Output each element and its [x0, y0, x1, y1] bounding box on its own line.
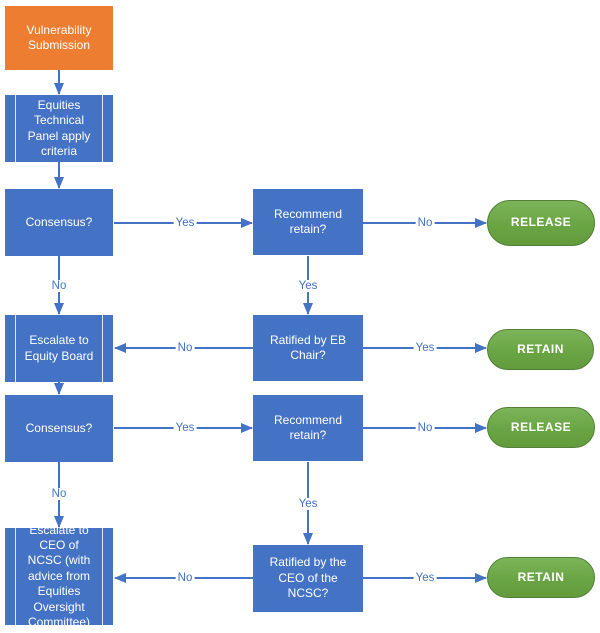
node-label: RETAIN — [517, 341, 564, 356]
node-label: RELEASE — [510, 419, 572, 434]
node-label: Ratified by EB Chair? — [269, 332, 347, 362]
node-label: RETAIN — [517, 569, 565, 584]
edge-label-recommend1-no: No — [415, 217, 435, 229]
edge-label-consensus1-yes: Yes — [173, 217, 197, 229]
edge-label-consensus1-no: No — [49, 280, 69, 292]
node-label: Vulnerability Submission — [26, 22, 92, 52]
edge-label-ratifiedceo-yes: Yes — [413, 572, 437, 584]
edge-label-recommend2-no: No — [415, 422, 435, 434]
node-escalate-equity-board: Escalate to Equity Board — [5, 315, 113, 382]
node-release-2: RELEASE — [487, 407, 595, 448]
node-recommend-retain-2: Recommend retain? — [253, 395, 363, 461]
edge-label-ratifiedceo-no: No — [175, 572, 195, 584]
node-label: Ratified by the CEO of the NCSC? — [269, 555, 347, 601]
node-label: Escalate to Equity Board — [24, 333, 94, 363]
node-recommend-retain-1: Recommend retain? — [253, 189, 363, 255]
node-release-1: RELEASE — [487, 200, 595, 246]
edge-label-recommend1-yes: Yes — [296, 280, 320, 292]
node-label: Consensus? — [25, 214, 93, 229]
node-label: Escalate to CEO of NCSC (with advice fro… — [27, 522, 91, 629]
edge-label-ratifiedeb-no: No — [175, 342, 195, 354]
node-label: RELEASE — [510, 215, 572, 230]
node-label: Equities Technical Panel apply criteria — [27, 97, 91, 158]
node-retain-2: RETAIN — [487, 557, 595, 598]
edge-label-recommend2-yes: Yes — [296, 498, 320, 510]
node-consensus-1: Consensus? — [5, 189, 113, 256]
node-ratified-eb-chair: Ratified by EB Chair? — [253, 315, 363, 381]
node-consensus-2: Consensus? — [5, 395, 113, 462]
node-equities-technical-panel: Equities Technical Panel apply criteria — [5, 95, 113, 162]
edge-label-consensus2-yes: Yes — [173, 422, 197, 434]
node-vulnerability-submission: Vulnerability Submission — [5, 6, 113, 70]
node-label: Recommend retain? — [273, 412, 343, 442]
node-label: Consensus? — [25, 420, 93, 435]
edge-label-consensus2-no: No — [49, 488, 69, 500]
node-ratified-ceo-ncsc: Ratified by the CEO of the NCSC? — [253, 545, 363, 612]
node-escalate-ceo-ncsc: Escalate to CEO of NCSC (with advice fro… — [5, 523, 113, 629]
edge-label-ratifiedeb-yes: Yes — [413, 342, 437, 354]
node-label: Recommend retain? — [273, 206, 343, 236]
node-retain-1: RETAIN — [487, 329, 594, 370]
